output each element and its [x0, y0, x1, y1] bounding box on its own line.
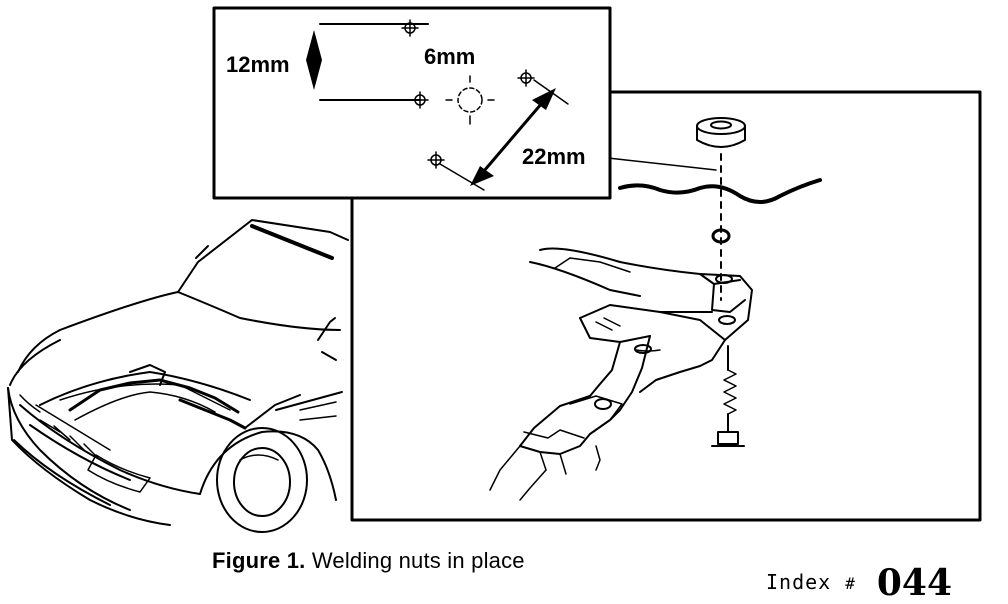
index-label: Index — [766, 570, 832, 594]
figure-number: Figure 1. — [212, 548, 306, 573]
index-stamp: Index #044 — [766, 556, 952, 604]
dimension-inset: 12mm 6mm 22mm — [212, 6, 612, 200]
car-illustration — [7, 219, 349, 533]
index-number: 044 — [876, 562, 953, 604]
dimension-12mm-label: 12mm — [226, 52, 290, 77]
index-hash-symbol: # — [845, 574, 855, 593]
figure-caption: Figure 1. Welding nuts in place — [212, 548, 525, 574]
dimension-6mm-label: 6mm — [424, 44, 475, 69]
weld-point-marks — [401, 19, 535, 169]
crossmember-illustration — [489, 117, 822, 501]
dimension-22mm-label: 22mm — [522, 144, 586, 169]
figure-caption-text: Welding nuts in place — [311, 548, 525, 573]
detail-panel — [350, 90, 982, 522]
